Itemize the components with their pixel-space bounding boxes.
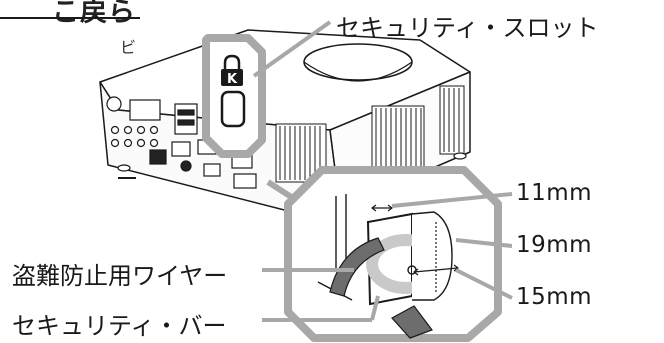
lock-k-icon: K — [221, 54, 243, 87]
security-slot-opening — [220, 90, 246, 128]
side-text-1: ビ — [120, 38, 137, 57]
heading-underline — [0, 17, 140, 19]
svg-text:K: K — [227, 72, 238, 87]
label-security-slot: セキュリティ・スロット — [336, 14, 599, 42]
label-antitheft-wire: 盗難防止用ワイヤー — [12, 262, 228, 290]
measurement-15mm: 15mm — [516, 284, 593, 310]
side-dash — [118, 177, 136, 179]
measurement-11mm: 11mm — [516, 180, 593, 206]
antitheft-wire-band — [329, 237, 385, 297]
dimension-marks — [371, 204, 459, 292]
lens-dome — [303, 43, 413, 81]
measurement-19mm: 19mm — [516, 232, 593, 258]
leader-19mm — [455, 238, 513, 248]
heading-fragment: こ戻ら — [52, 0, 136, 28]
detail-drawing — [317, 194, 453, 306]
label-security-bar: セキュリティ・バー — [12, 312, 227, 340]
slot-leader-line — [252, 20, 332, 78]
leader-11mm — [391, 192, 513, 208]
leader-15mm — [455, 268, 513, 300]
detail-pointer — [266, 179, 298, 203]
